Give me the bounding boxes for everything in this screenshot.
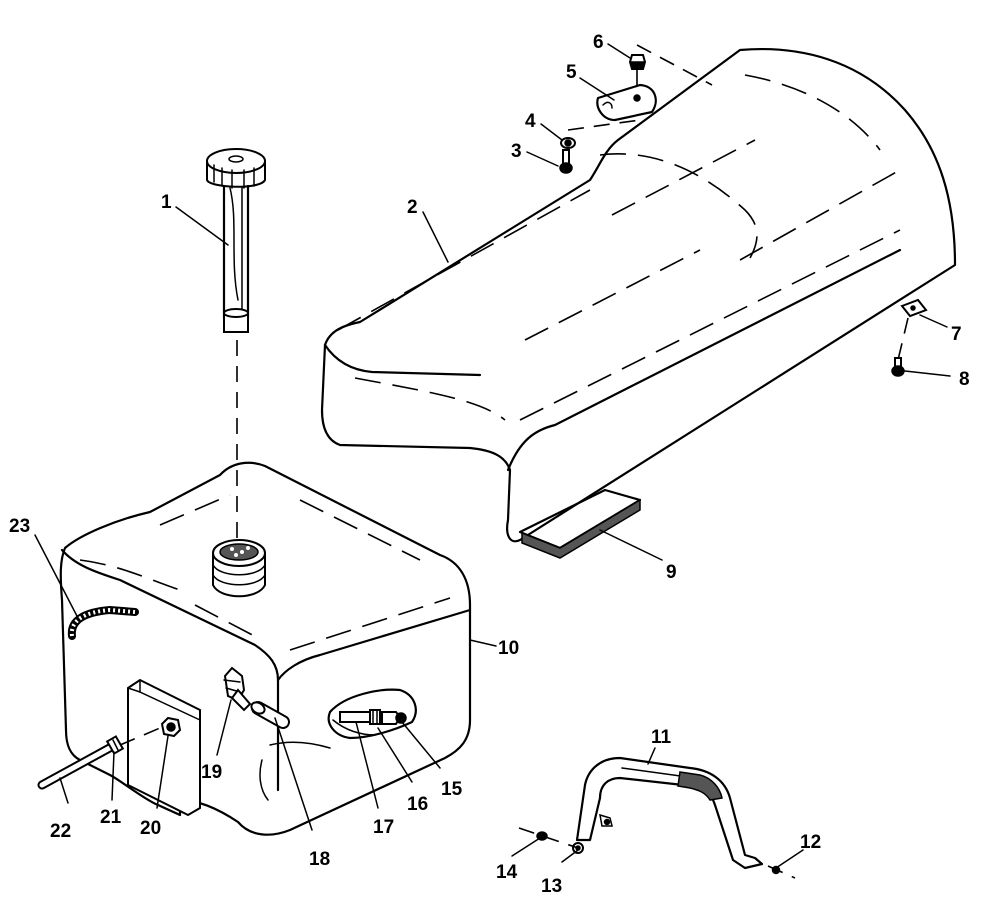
clamp-21 <box>105 735 125 755</box>
callout-2: 2 <box>407 197 418 218</box>
callout-9: 9 <box>666 562 677 583</box>
callout-3: 3 <box>511 141 522 162</box>
fitting-16 <box>369 709 381 725</box>
fuel-tank <box>59 461 472 836</box>
fitting-15 <box>381 711 407 725</box>
callout-12: 12 <box>800 832 821 853</box>
fuel-cap-gauge <box>206 148 266 333</box>
bolt-8 <box>891 357 905 377</box>
callout-22: 22 <box>50 821 71 842</box>
callout-20: 20 <box>140 818 161 839</box>
seat-strap <box>518 488 642 559</box>
callout-19: 19 <box>201 762 222 783</box>
callout-4: 4 <box>525 111 536 132</box>
callout-labels: 1 2 3 4 5 6 7 8 9 10 11 12 13 14 15 16 1… <box>9 32 970 897</box>
fitting-20 <box>160 716 182 738</box>
tank-pump-mount <box>327 688 417 740</box>
callout-17: 17 <box>373 817 394 838</box>
tank-filler-neck <box>212 539 266 598</box>
callout-10: 10 <box>498 638 519 659</box>
callout-7: 7 <box>951 324 962 345</box>
callout-1: 1 <box>161 192 172 213</box>
tank-side-plate <box>127 678 201 817</box>
callout-23: 23 <box>9 516 30 537</box>
fitting-17 <box>339 711 371 723</box>
washer-4 <box>560 137 576 149</box>
fuel-line <box>37 740 120 790</box>
locknut-6 <box>628 54 647 70</box>
vent-hose <box>67 605 139 640</box>
callout-11: 11 <box>651 727 672 748</box>
seat-bracket <box>596 83 657 122</box>
callout-14: 14 <box>496 862 518 883</box>
leader-lines <box>34 43 951 869</box>
callout-18: 18 <box>309 849 330 870</box>
callout-6: 6 <box>593 32 604 53</box>
callout-13: 13 <box>541 876 562 897</box>
seat-rear-bracket <box>900 298 928 318</box>
elbow-fitting <box>223 666 252 712</box>
callout-15: 15 <box>441 779 463 800</box>
hose-18 <box>250 701 290 729</box>
callout-5: 5 <box>566 62 577 83</box>
seat <box>320 48 957 543</box>
callout-21: 21 <box>100 807 122 828</box>
bolt-3 <box>559 149 573 174</box>
callout-16: 16 <box>407 794 428 815</box>
rear-grab-bar <box>575 756 764 870</box>
callout-8: 8 <box>959 369 970 390</box>
